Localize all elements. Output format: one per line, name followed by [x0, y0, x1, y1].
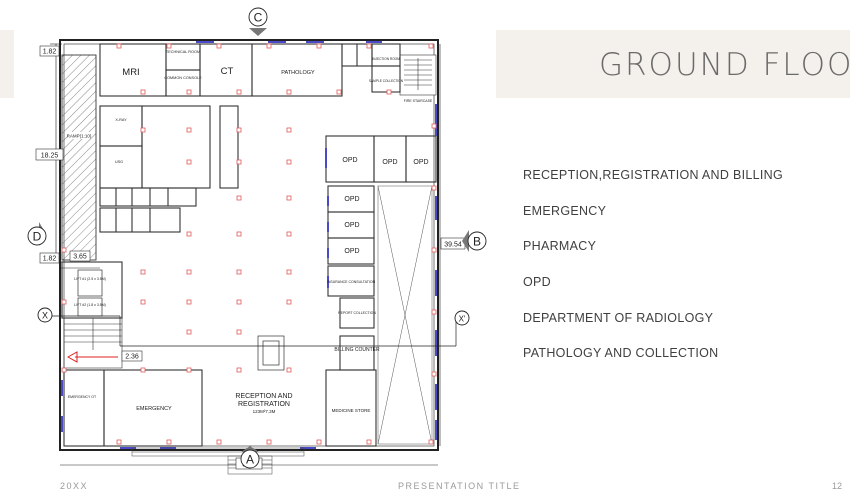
- lift-1-label: LIFT #1 (2.5 x 3.5M): [74, 277, 106, 281]
- marker-left: D: [27, 222, 47, 246]
- department-item: EMERGENCY: [523, 203, 607, 218]
- room-report-collection: REPORT COLLECTION: [338, 311, 376, 315]
- room-insurance: INSURANCE CONSULTATION: [327, 280, 376, 284]
- department-list: RECEPTION,REGISTRATION AND BILLING EMERG…: [523, 162, 783, 376]
- room-labels: MRI TECHNICAL ROOM COMMON CONSOLE CT PAT…: [68, 50, 429, 414]
- marker-top: C: [248, 7, 268, 36]
- ramp-label: RAMP(1:10): [67, 134, 92, 139]
- left-accent-box: [0, 30, 14, 98]
- room-medicine-store: MEDICINE STORE: [332, 408, 371, 413]
- lifts: LIFT #1 (2.5 x 3.5M) LIFT #2 (1.8 x 3.5M…: [74, 269, 106, 317]
- room-pathology: PATHOLOGY: [281, 70, 315, 76]
- fire-staircase-label: FIRE STAIRCASE: [404, 99, 433, 103]
- room-technical: TECHNICAL ROOM: [166, 50, 200, 54]
- room-emergency-ot: EMERGENCY OT: [68, 395, 97, 399]
- room-ct: CT: [221, 66, 234, 77]
- marker-section-left: X: [37, 307, 53, 323]
- department-item: PHARMACY: [523, 239, 597, 254]
- page-number: 12: [832, 481, 843, 491]
- title-box: [496, 30, 850, 98]
- room-reception-line2: REGISTRATION: [238, 401, 290, 408]
- department-item: OPD: [523, 275, 551, 290]
- department-item: DEPARTMENT OF RADIOLOGY: [523, 310, 714, 325]
- room-opd-3: OPD: [413, 159, 428, 166]
- marker-section-right-label: X': [459, 315, 466, 324]
- marker-section-left-label: X: [42, 311, 48, 321]
- marker-bottom-label: A: [246, 453, 254, 467]
- marker-right: B: [462, 230, 487, 252]
- windows: [61, 41, 437, 449]
- room-reception-size: 123M²7.3M: [253, 409, 276, 414]
- section-line: [52, 315, 457, 347]
- footer-year: 20XX: [60, 481, 89, 491]
- room-reception-line1: RECEPTION AND: [235, 393, 292, 400]
- room-partitions: [61, 43, 437, 447]
- dim-left-height: 18.25: [41, 153, 59, 160]
- room-billing-counter: BILLING COUNTER: [334, 347, 380, 353]
- room-xray: X-RAY: [115, 118, 127, 122]
- room-mri: MRI: [122, 67, 139, 78]
- slide-title: GROUND FLOOR: [599, 47, 850, 83]
- room-emergency: EMERGENCY: [136, 406, 172, 412]
- marker-right-label: B: [473, 235, 481, 249]
- room-usg: USG: [115, 160, 123, 164]
- room-injection: INJECTION ROOM: [372, 57, 400, 61]
- room-sample-collection: SAMPLE COLLECTION: [369, 79, 404, 83]
- department-item: PATHOLOGY AND COLLECTION: [523, 346, 719, 361]
- marker-section-right: X': [454, 310, 470, 326]
- ramp: RAMP(1:10): [61, 54, 97, 261]
- dim-top-left: 1.82: [43, 49, 57, 56]
- dim-left-bottom: 1.82: [43, 256, 57, 263]
- entrance-steps: [131, 447, 305, 475]
- room-opd-2: OPD: [382, 159, 397, 166]
- main-staircase: [63, 317, 123, 369]
- marker-left-label: D: [33, 230, 42, 244]
- footer-presentation-title: PRESENTATION TITLE: [398, 481, 521, 491]
- column-grid: [61, 43, 437, 445]
- dim-right-side: 39.54: [444, 242, 462, 249]
- marker-bottom: A: [240, 446, 260, 469]
- atrium-void: [377, 185, 433, 445]
- room-opd-6: OPD: [344, 248, 359, 255]
- lift-2-label: LIFT #2 (1.8 x 3.5M): [74, 303, 106, 307]
- outer-walls: [59, 39, 439, 451]
- dim-stair-gap: 2.36: [125, 354, 139, 361]
- fire-staircase: FIRE STAIRCASE: [399, 54, 437, 103]
- marker-top-label: C: [254, 11, 263, 25]
- room-opd-5: OPD: [344, 222, 359, 229]
- exit-arrow: [66, 351, 118, 363]
- department-item: RECEPTION,REGISTRATION AND BILLING: [523, 168, 784, 182]
- room-opd-4: OPD: [344, 196, 359, 203]
- room-common-console: COMMON CONSOLE: [164, 76, 202, 80]
- room-opd-1: OPD: [342, 157, 357, 164]
- reception-desk: [257, 335, 285, 371]
- dim-ramp-width: 3.65: [73, 254, 87, 261]
